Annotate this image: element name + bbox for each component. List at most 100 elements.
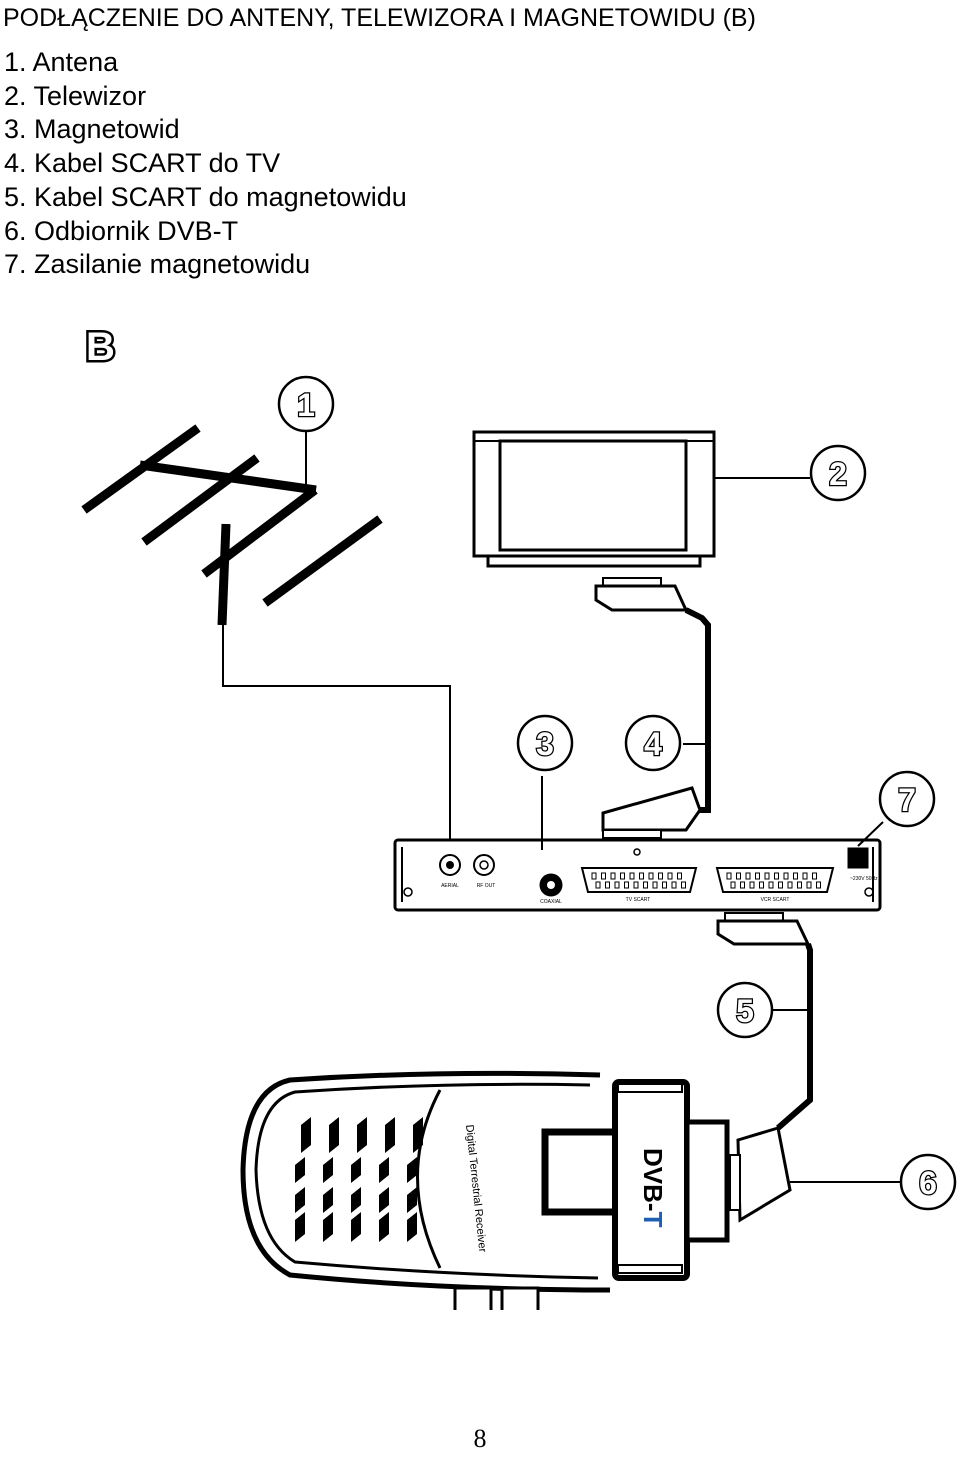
- vent-slot: [413, 1117, 423, 1153]
- callout-1: 1: [277, 375, 335, 433]
- vcr-scart-pins: [591, 872, 821, 889]
- scart-pin: [595, 881, 601, 889]
- vcr-label-coaxial: COAXIAL: [540, 899, 562, 905]
- receiver-model-accent: T: [638, 1212, 668, 1228]
- scart-pin: [662, 881, 667, 889]
- vent-slot: [301, 1117, 311, 1153]
- legend-item: 5. Kabel SCART do magnetowidu: [4, 181, 407, 212]
- callout-4-number: 4: [644, 726, 662, 762]
- callout-2: 2: [809, 444, 867, 502]
- legend-item: 6. Odbiornik DVB-T: [4, 215, 239, 246]
- scart-pin: [736, 872, 741, 880]
- figure-letter: B: [86, 325, 115, 369]
- scart-pin: [726, 872, 732, 880]
- scart-pin: [774, 872, 779, 880]
- vcr-label-aerial: AERIAL: [441, 883, 459, 889]
- callout-6-number: 6: [919, 1165, 937, 1201]
- vent-slot: [295, 1157, 305, 1183]
- scart-cable-tv: [594, 577, 711, 839]
- vent-slot: [407, 1157, 417, 1183]
- scart-pin: [610, 872, 616, 880]
- vcr-label-tv-scart: TV SCART: [626, 897, 651, 903]
- callout-6: 6: [899, 1153, 957, 1211]
- scart-pin: [806, 881, 812, 889]
- vcr-label-vcr-scart: VCR SCART: [761, 897, 790, 903]
- scart-pin: [620, 872, 625, 880]
- scart-pin: [658, 872, 663, 880]
- scart-pin: [652, 881, 658, 889]
- scart-pin: [614, 881, 620, 889]
- callout-5: 5: [716, 981, 774, 1039]
- scart-pin: [778, 881, 783, 889]
- vent-slot: [323, 1212, 333, 1242]
- legend-list: 1. Antena 2. Telewizor 3. Magnetowid 4. …: [4, 46, 407, 282]
- vcr-illustration: [393, 776, 884, 912]
- scart-pin: [643, 881, 648, 889]
- scart-pin: [755, 872, 760, 880]
- scart-pin: [591, 872, 597, 880]
- scart-pin: [812, 872, 817, 880]
- scart-pin: [730, 881, 736, 889]
- receiver-model-label: DVB-T: [638, 1148, 668, 1228]
- scart-pin: [787, 881, 793, 889]
- dvbt-receiver-illustration: [240, 1070, 900, 1310]
- antenna-illustration: [81, 423, 383, 626]
- scart-pin: [764, 872, 770, 880]
- scart-pin: [681, 881, 686, 889]
- page-number: 8: [473, 1424, 487, 1453]
- vent-slot: [351, 1212, 361, 1242]
- scart-pin: [740, 881, 745, 889]
- callout-3-number: 3: [536, 726, 554, 762]
- scart-pin: [816, 881, 821, 889]
- connection-diagram: B: [81, 323, 957, 1310]
- scart-pin: [629, 872, 635, 880]
- receiver-vent-slots: [295, 1117, 423, 1242]
- vent-slot: [295, 1212, 305, 1242]
- scart-pin: [797, 881, 802, 889]
- legend-item: 7. Zasilanie magnetowidu: [4, 249, 311, 280]
- scart-pin: [605, 881, 610, 889]
- scart-pin: [601, 872, 606, 880]
- scart-pin: [749, 881, 755, 889]
- vent-slot: [351, 1187, 361, 1213]
- callout-2-number: 2: [829, 456, 847, 492]
- callout-4: 4: [624, 714, 682, 772]
- legend-item: 2. Telewizor: [4, 80, 147, 111]
- scart-cable-receiver: [716, 912, 813, 1131]
- callout-3: 3: [516, 714, 574, 772]
- television-illustration: [472, 430, 810, 568]
- vcr-label-rf-out: RF OUT: [477, 883, 496, 889]
- vent-slot: [385, 1117, 395, 1153]
- vent-slot: [379, 1157, 389, 1183]
- page-title: PODŁĄCZENIE DO ANTENY, TELEWIZORA I MAGN…: [3, 4, 756, 32]
- scart-pin: [745, 872, 751, 880]
- vent-slot: [323, 1157, 333, 1183]
- scart-pin: [671, 881, 677, 889]
- callout-7: 7: [878, 770, 936, 828]
- vent-slot: [323, 1187, 333, 1213]
- scart-pin: [677, 872, 682, 880]
- callout-5-number: 5: [736, 993, 754, 1029]
- scart-pin: [624, 881, 629, 889]
- legend-item: 3. Magnetowid: [4, 114, 180, 145]
- vent-slot: [379, 1187, 389, 1213]
- vent-slot: [379, 1212, 389, 1242]
- scart-pin: [639, 872, 644, 880]
- legend-item: 1. Antena: [4, 47, 119, 77]
- vent-slot: [357, 1117, 367, 1153]
- scart-pin: [802, 872, 808, 880]
- vent-slot: [407, 1212, 417, 1242]
- vent-slot: [295, 1187, 305, 1213]
- scart-pin: [783, 872, 789, 880]
- scart-pin: [793, 872, 798, 880]
- callout-1-number: 1: [297, 387, 315, 423]
- scart-pin: [648, 872, 654, 880]
- scart-pin: [768, 881, 774, 889]
- vent-slot: [351, 1157, 361, 1183]
- scart-pin: [667, 872, 673, 880]
- legend-item: 4. Kabel SCART do TV: [4, 148, 281, 179]
- vcr-label-power: ~230V 50Hz: [850, 876, 878, 882]
- vent-slot: [407, 1187, 417, 1213]
- vent-slot: [329, 1117, 339, 1153]
- scart-pin: [759, 881, 764, 889]
